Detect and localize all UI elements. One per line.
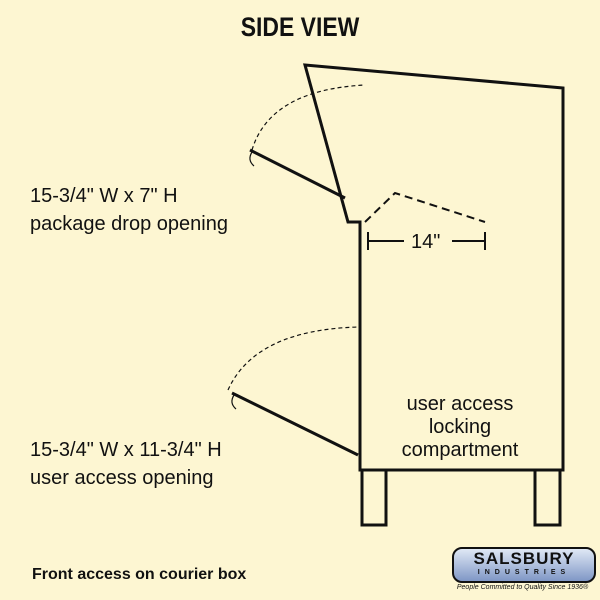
compartment-label-2: locking: [428, 416, 492, 438]
package-opening-label: package drop opening: [30, 213, 228, 235]
box-outline: [302, 63, 565, 472]
upper-door-handle: [249, 151, 255, 167]
footer-caption: Front access on courier box: [32, 566, 247, 583]
depth-label: 14": [411, 231, 441, 253]
left-leg: [360, 468, 388, 527]
right-leg: [533, 468, 562, 527]
logo-name: SALSBURY: [473, 549, 575, 568]
user-opening-label: user access opening: [30, 467, 214, 489]
compartment-label-1: user access: [406, 393, 514, 415]
lower-door: [231, 391, 359, 457]
user-opening-size: 15-3/4" W x 11-3/4" H: [30, 439, 222, 461]
package-opening-size: 15-3/4" W x 7" H: [30, 185, 178, 207]
lower-door-swing-arc: [227, 326, 359, 391]
inner-shelf-dashed: [364, 191, 486, 223]
salsbury-logo: SALSBURY INDUSTRIES: [452, 547, 596, 583]
diagram-title: SIDE VIEW: [240, 12, 360, 42]
lower-door-handle: [231, 394, 237, 410]
compartment-label-3: compartment: [401, 439, 519, 461]
upper-door: [249, 148, 346, 200]
depth-dimension: [367, 232, 486, 250]
logo-sub: INDUSTRIES: [477, 569, 571, 576]
logo-tagline: People Committed to Quality Since 1936®: [456, 584, 589, 591]
upper-door-swing-arc: [251, 84, 366, 151]
